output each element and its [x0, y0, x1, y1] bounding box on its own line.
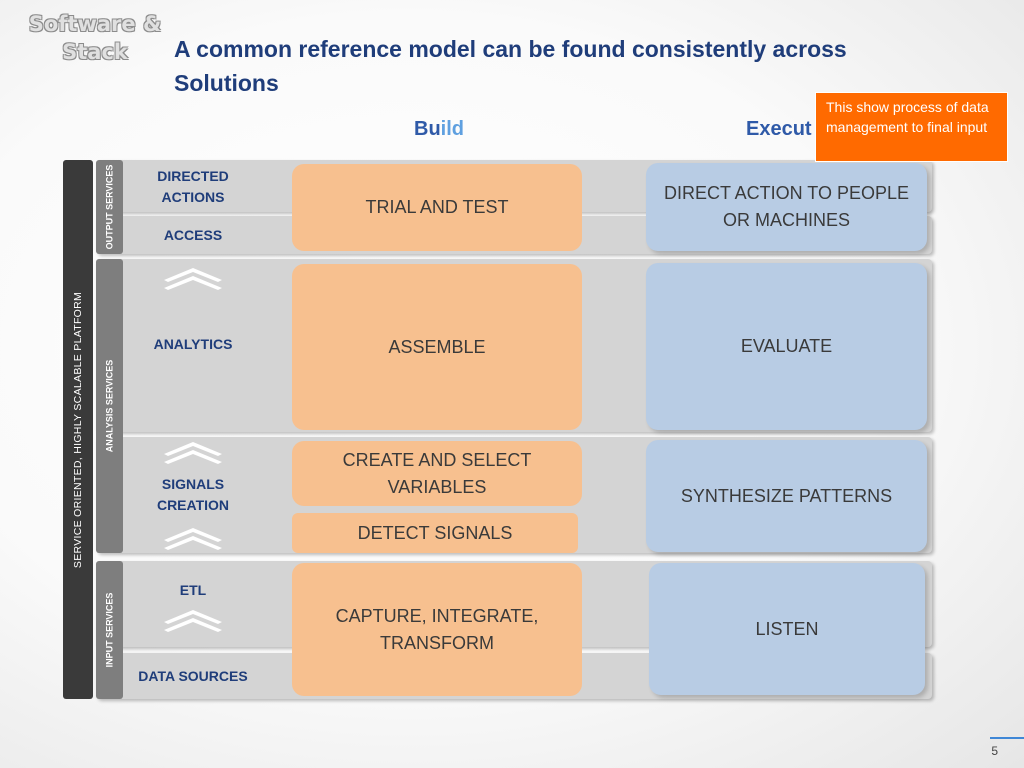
build-column-heading: Build: [414, 118, 465, 140]
layer-access: ACCESS: [163, 227, 223, 243]
box-listen: LISTEN: [649, 563, 925, 695]
platform-label: SERVICE ORIENTED, HIGHLY SCALABLE PLATFO…: [72, 291, 85, 568]
output-services-label: OUTPUT SERVICES: [104, 164, 115, 250]
brand-line-2: Stack: [62, 40, 128, 64]
analysis-services-label: ANALYSIS SERVICES: [104, 359, 115, 453]
footer-accent-line: [990, 737, 1024, 739]
input-services-bar: INPUT SERVICES: [96, 561, 123, 699]
brand-line-1: Software &: [28, 12, 162, 36]
box-create-and-select-variables: CREATE AND SELECT VARIABLES: [292, 441, 582, 506]
box-direct-action: DIRECT ACTION TO PEOPLE OR MACHINES: [646, 163, 927, 251]
box-capture-integrate-transform: CAPTURE, INTEGRATE, TRANSFORM: [292, 563, 582, 696]
input-services-label: INPUT SERVICES: [104, 592, 115, 668]
platform-bar: SERVICE ORIENTED, HIGHLY SCALABLE PLATFO…: [63, 160, 93, 699]
up-chevron-icon: [164, 268, 222, 290]
brand-title: Software & Stack: [20, 10, 170, 66]
callout-note: This show process of data management to …: [815, 92, 1008, 162]
box-trial-and-test: TRIAL AND TEST: [292, 164, 582, 251]
layer-etl: ETL: [179, 582, 207, 598]
output-services-bar: OUTPUT SERVICES: [96, 160, 123, 254]
page-title: A common reference model can be found co…: [174, 36, 847, 96]
layer-signals-creation: SIGNALS CREATION: [156, 476, 230, 513]
up-chevron-icon: [164, 528, 222, 550]
analysis-services-bar: ANALYSIS SERVICES: [96, 259, 123, 553]
layer-analytics: ANALYTICS: [153, 336, 233, 352]
box-synthesize-patterns: SYNTHESIZE PATTERNS: [646, 440, 927, 552]
box-assemble: ASSEMBLE: [292, 264, 582, 430]
layer-data-sources: DATA SOURCES: [138, 668, 248, 684]
up-chevron-icon: [164, 442, 222, 464]
box-evaluate: EVALUATE: [646, 263, 927, 430]
up-chevron-icon: [164, 610, 222, 632]
page-number: 5: [991, 744, 998, 758]
execute-column-heading: Execut: [746, 118, 812, 140]
box-detect-signals: DETECT SIGNALS: [292, 513, 578, 553]
layer-directed-actions: DIRECTED ACTIONS: [157, 168, 229, 205]
